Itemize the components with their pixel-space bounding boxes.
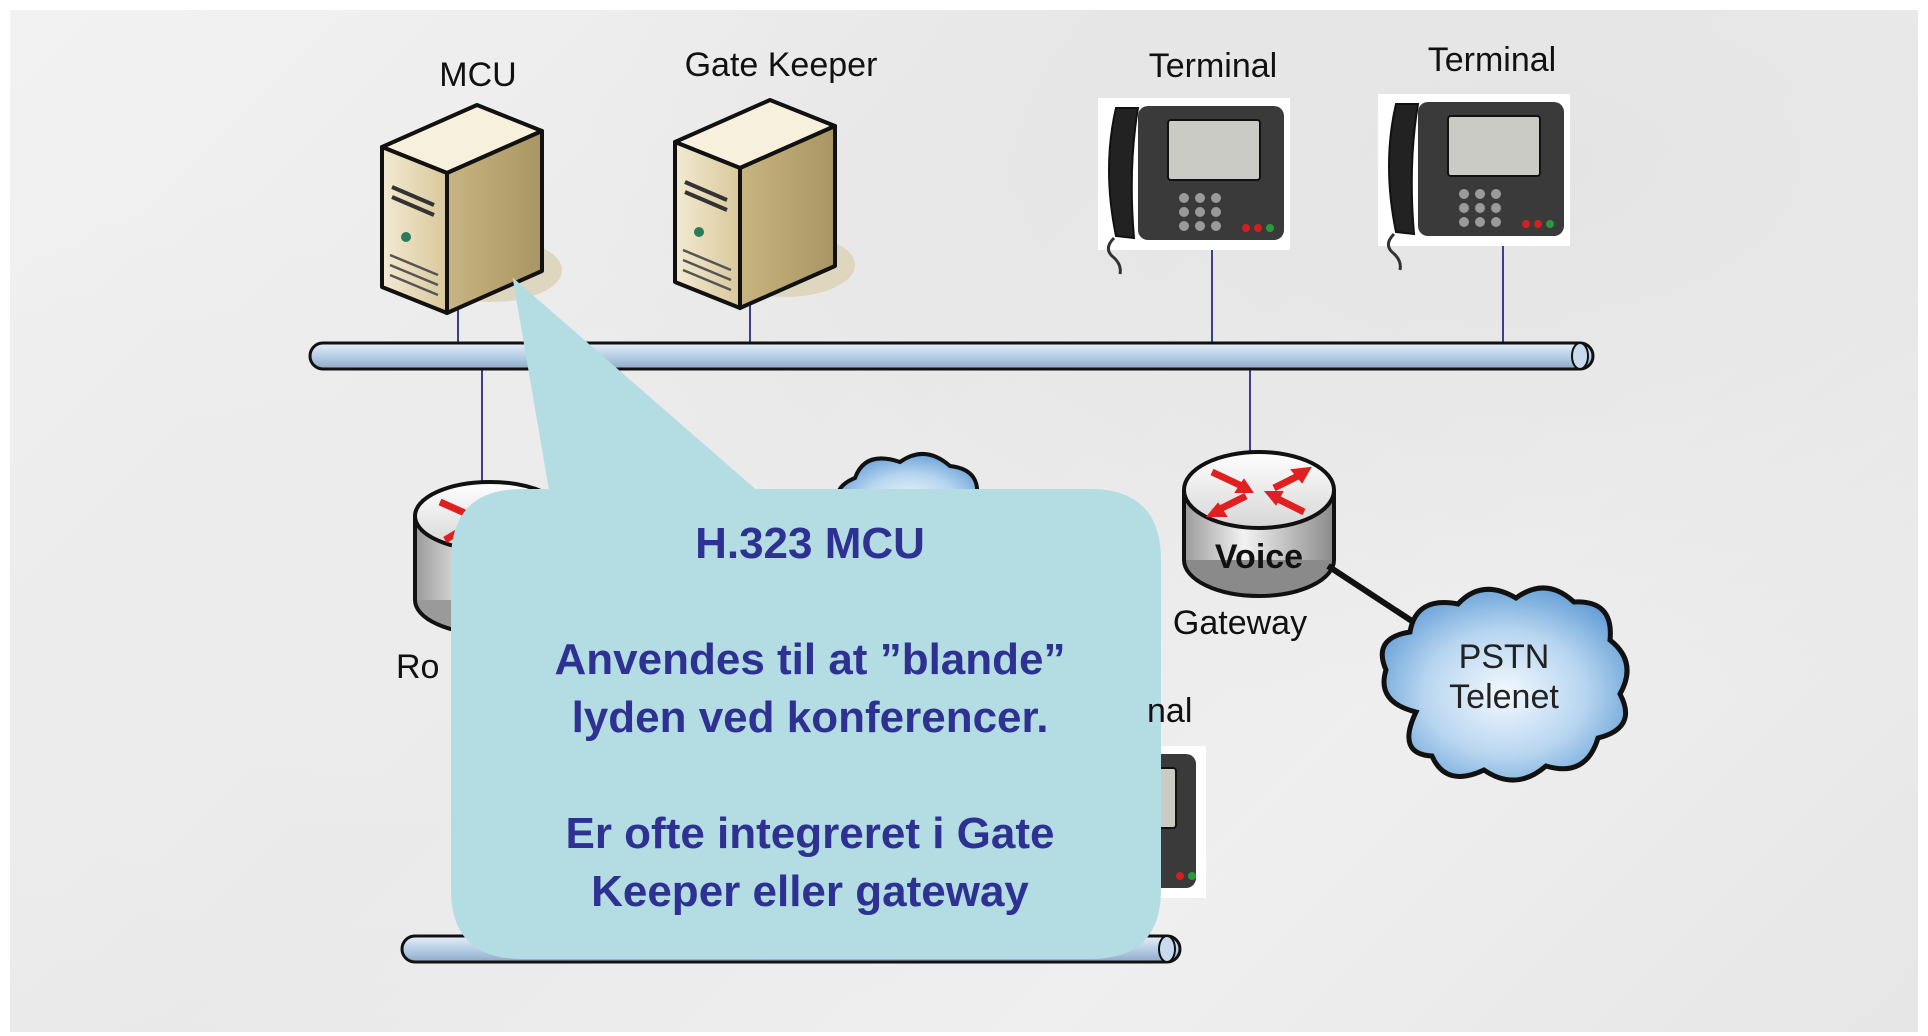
- callout-spacer: [465, 747, 1155, 805]
- callout-spacer: [465, 573, 1155, 631]
- callout-text: H.323 MCU Anvendes til at ”blande” lyden…: [465, 515, 1155, 921]
- callout-line-3: Er ofte integreret i Gate: [565, 809, 1055, 858]
- network-bus-top: [308, 341, 1595, 371]
- terminal-1-label: Terminal: [1148, 47, 1278, 85]
- telenet-label: Telenet: [1449, 678, 1559, 716]
- router-label: Ro: [396, 648, 440, 686]
- server-icon: [673, 98, 855, 310]
- mcu-label: MCU: [439, 56, 517, 94]
- gateway-label: Gateway: [1172, 604, 1308, 642]
- link-lines: [457, 242, 1504, 488]
- cloud-icon: [1379, 585, 1630, 783]
- callout-title: H.323 MCU: [695, 519, 925, 568]
- voice-gateway-icon: [1182, 450, 1336, 598]
- terminal-3-label: nal: [1147, 692, 1193, 730]
- voice-label: Voice: [1214, 538, 1304, 576]
- server-icon: [380, 103, 562, 315]
- callout-bubble: [451, 277, 1161, 959]
- callout-line-4: Keeper eller gateway: [591, 867, 1029, 916]
- ip-phone-icon: [1378, 94, 1570, 271]
- gatekeeper-label: Gate Keeper: [684, 46, 878, 84]
- callout-line-2: lyden ved konferencer.: [571, 693, 1049, 742]
- pstn-label: PSTN: [1458, 638, 1550, 676]
- terminal-2-label: Terminal: [1427, 41, 1557, 79]
- ip-phone-icon: [1098, 98, 1290, 275]
- slide: MCU Gate Keeper Terminal Terminal nal Ro…: [10, 10, 1918, 1032]
- network-diagram: [308, 94, 1630, 964]
- callout-line-1: Anvendes til at ”blande”: [554, 635, 1066, 684]
